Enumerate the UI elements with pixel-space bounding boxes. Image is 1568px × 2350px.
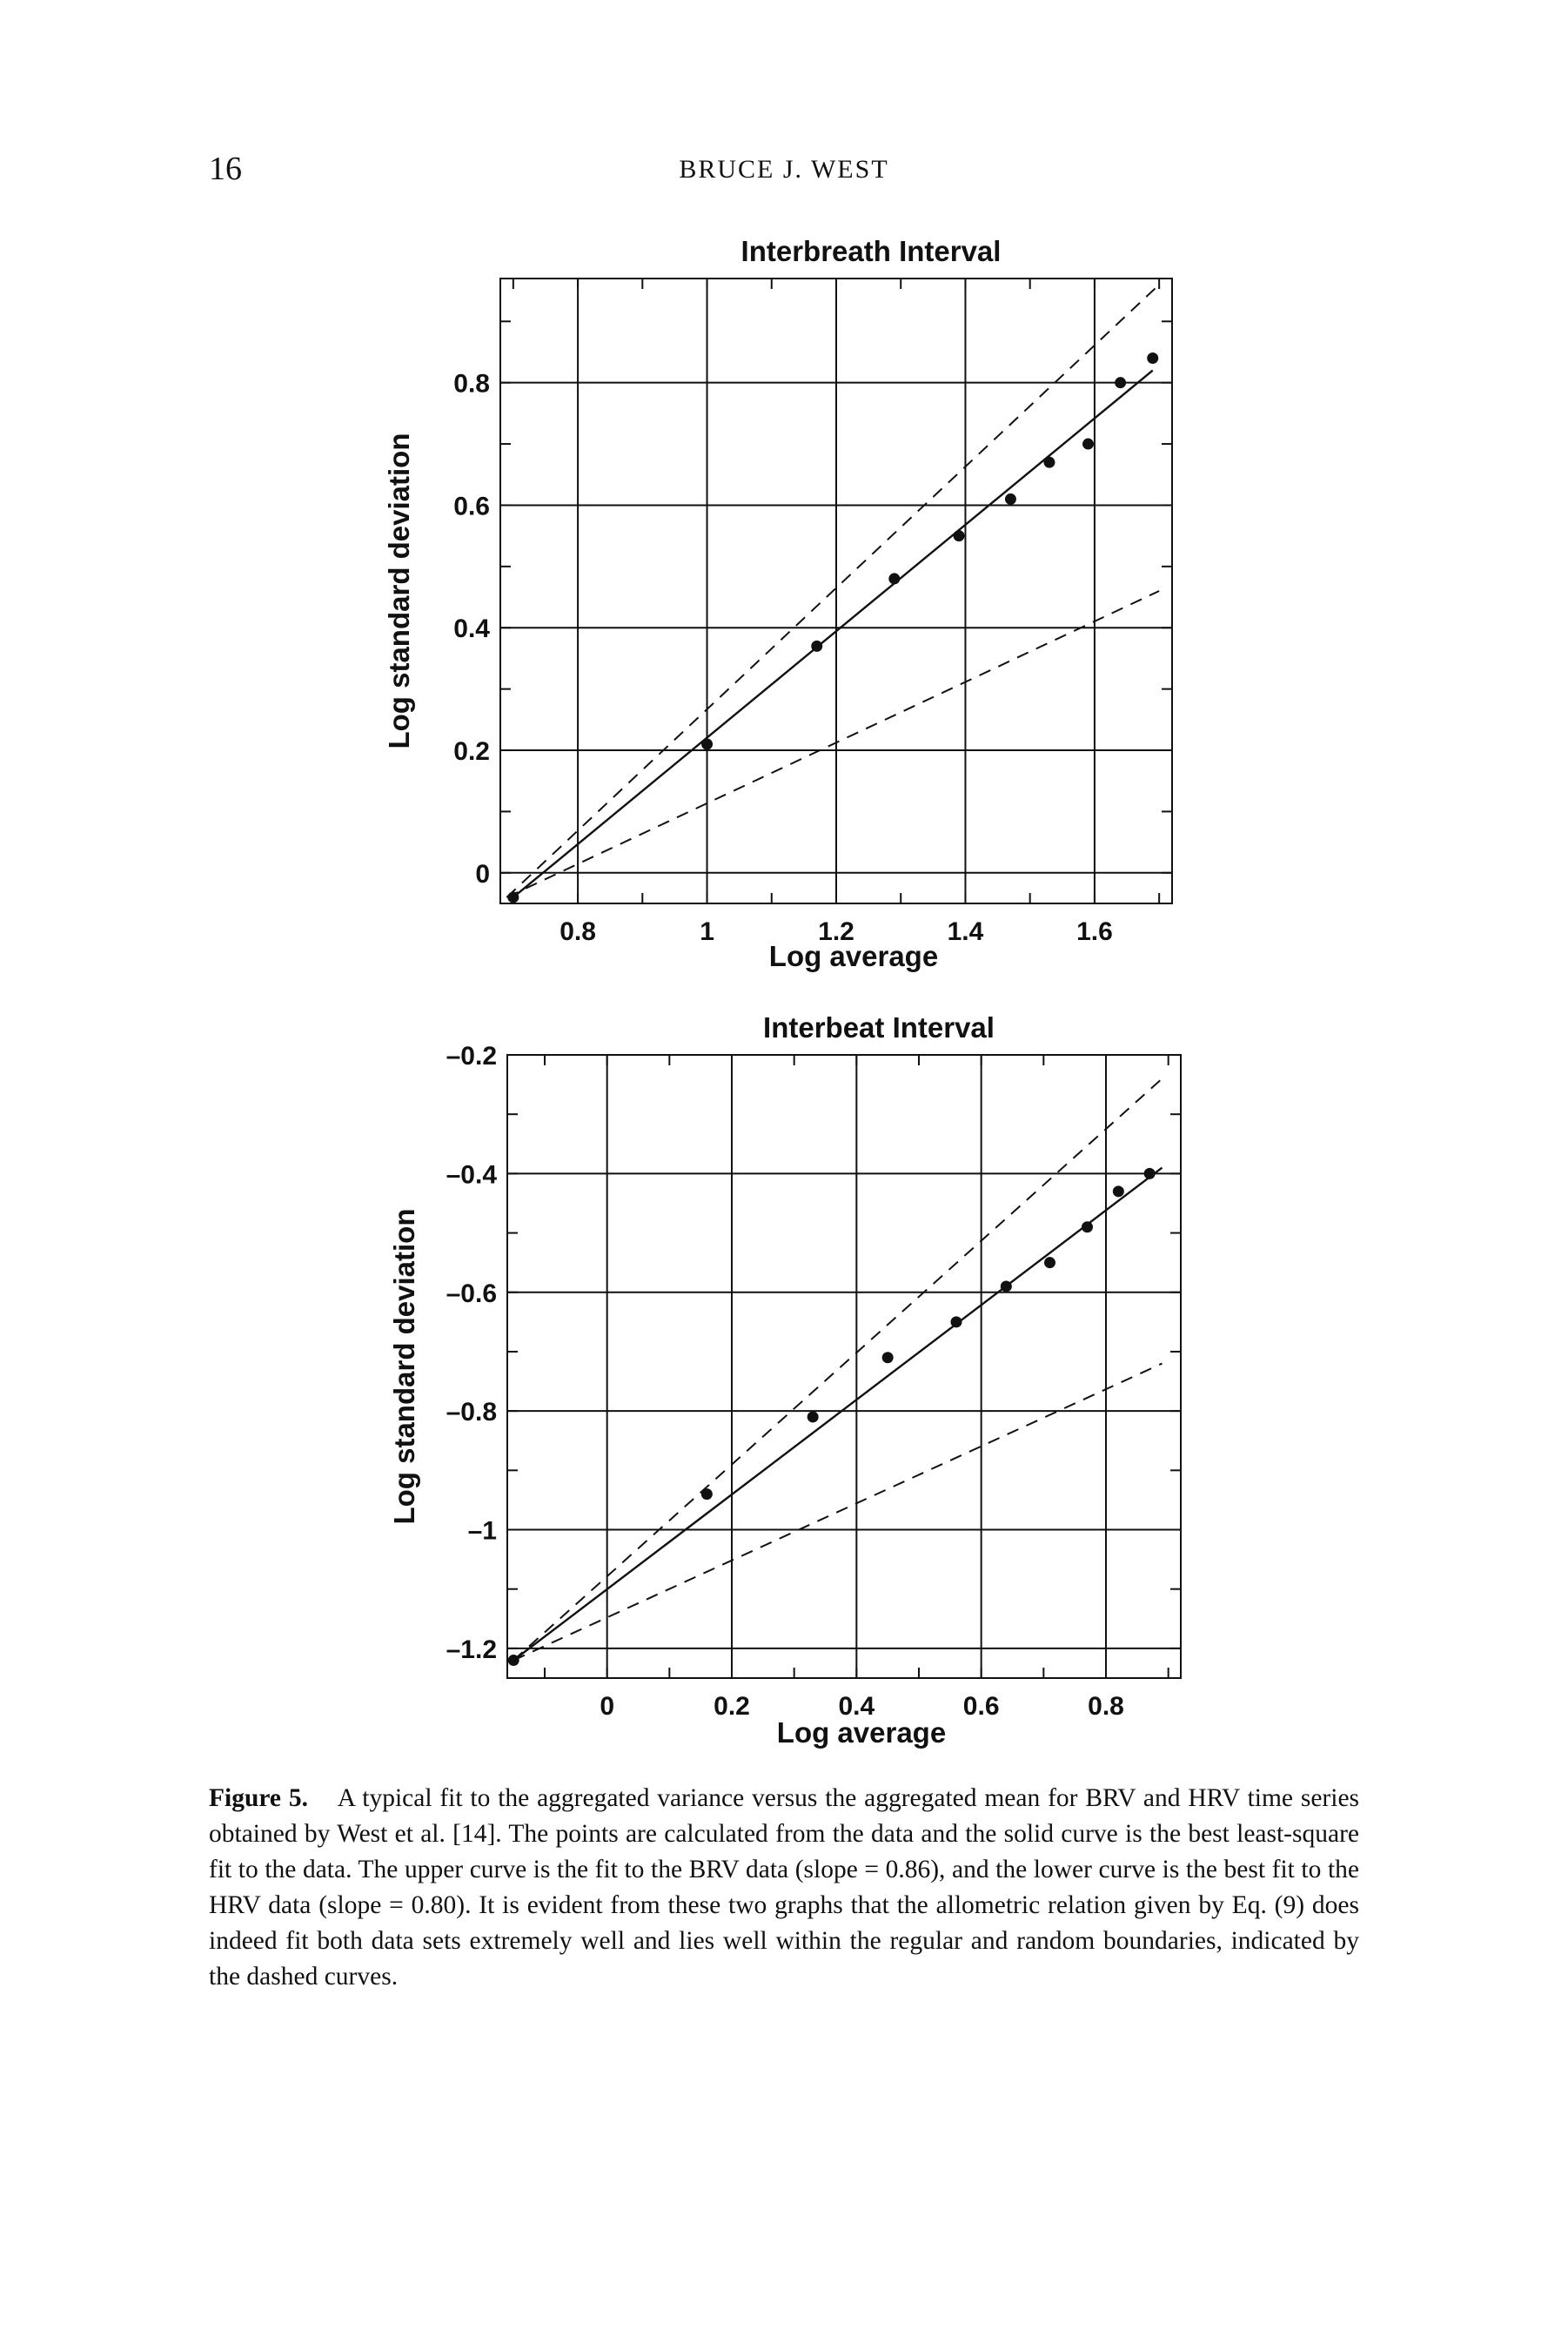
data-point [1004,493,1016,505]
x-tick-label: 0.2 [714,1692,750,1721]
x-axis-label: Log average [769,940,938,972]
fit-line [513,369,1154,898]
data-point [888,573,901,585]
caption-text: A typical fit to the aggregated variance… [209,1784,1360,1991]
y-tick-label: 0.8 [453,370,490,399]
interbeat-chart: 0 0.2 0.4 0.6 0.8 –1.2 –1 –0.8 –0.6 –0.4 –0.2 Inter… [388,1011,1182,1749]
x-tick-label: 0.6 [963,1692,1000,1721]
fit-line [513,1166,1163,1662]
running-header: BRUCE J. WEST [679,155,889,184]
y-tick-label: –0.6 [446,1279,497,1308]
x-tick-label: 1 [700,917,714,946]
y-tick-label: 0.2 [453,737,490,766]
data-point [700,1488,713,1501]
data-point [1000,1280,1012,1292]
x-axis-label: Log average [777,1716,946,1749]
data-point [950,1316,962,1328]
data-point [881,1352,894,1364]
page-number: 16 [209,151,242,187]
caption-label: Figure 5. [209,1784,308,1812]
data-point [811,640,823,652]
x-tick-label: 1.4 [948,917,984,946]
data-point [1082,1221,1093,1233]
lower-boundary-line [506,590,1160,898]
y-tick-label: –1.2 [446,1635,497,1664]
data-point [953,530,965,542]
upper-boundary-line [513,1078,1163,1662]
data-point [1043,456,1055,468]
y-tick-label: 0.4 [453,614,490,643]
data-point [507,891,519,903]
x-tick-label: 0.8 [560,917,596,946]
chart-title: Interbreath Interval [741,235,1002,267]
data-point [1044,1257,1055,1269]
data-point [701,738,714,750]
upper-boundary-line [506,284,1160,898]
data-point [1082,438,1094,450]
chart-title: Interbeat Interval [763,1011,995,1044]
y-tick-label: –1 [468,1517,497,1546]
data-point [1143,1167,1156,1179]
y-tick-label: 0 [475,860,490,889]
figure-caption: Figure 5. A typical fit to the aggregate… [209,1781,1359,1995]
x-tick-label: 1.6 [1076,917,1113,946]
data-point [507,1655,519,1667]
data-point [1147,352,1159,365]
x-tick-label: 0 [600,1692,614,1721]
plot-frame [499,278,1173,904]
data-point [807,1411,819,1423]
x-tick-label: 0.8 [1088,1692,1124,1721]
y-axis-label: Log standard deviation [383,433,415,749]
y-tick-label: –0.2 [446,1042,497,1071]
lower-boundary-line [513,1362,1163,1662]
y-tick-label: –0.4 [446,1160,498,1189]
data-point [1112,1185,1124,1198]
x-tick-label: 1.2 [818,917,854,946]
interbreath-chart: 0.8 1 1.2 1.4 1.6 0 0.2 0.4 0.6 0.8 Interbreath In… [383,235,1173,972]
data-point [1115,377,1127,389]
y-tick-label: –0.8 [446,1398,497,1427]
x-tick-label: 0.4 [838,1692,874,1721]
y-axis-label: Log standard deviation [388,1208,420,1524]
plot-frame [506,1054,1182,1679]
y-tick-label: 0.6 [453,492,490,520]
